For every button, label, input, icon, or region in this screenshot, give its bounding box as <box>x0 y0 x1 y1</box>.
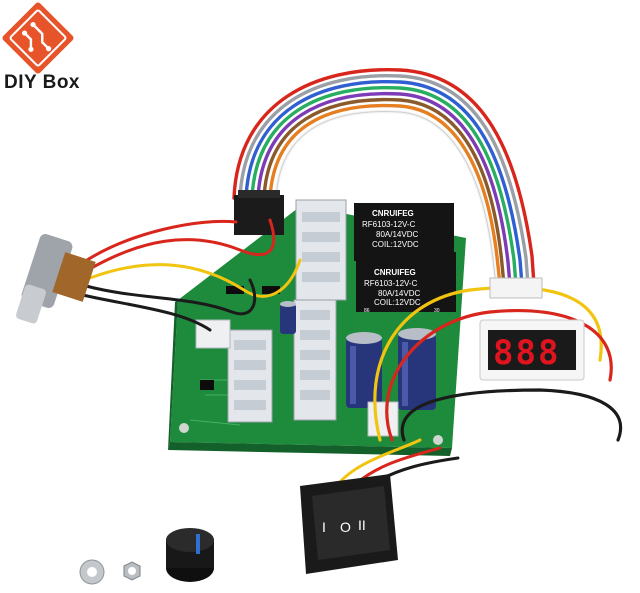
relay-bottom-coil: COIL:12VDC <box>374 298 421 307</box>
washer <box>79 559 105 585</box>
relay-bottom-pin-86: 86 <box>364 308 370 314</box>
heatsink-middle <box>293 299 337 421</box>
potentiometer <box>16 234 96 324</box>
relay-bottom-rating: 80A/14VDC <box>378 289 420 298</box>
relay-top-maker: CNRUIFEG <box>372 209 414 218</box>
relay-top-model: RF6103-12V-C <box>362 220 416 229</box>
relay-bottom: CNRUIFEG RF6103-12V-C 80A/14VDC COIL:12V… <box>356 252 456 314</box>
led-display: 888 <box>479 319 585 381</box>
display-connector <box>489 277 543 299</box>
heatsink-front <box>227 329 273 423</box>
capacitor-small <box>280 301 296 334</box>
display-wires <box>373 286 623 442</box>
control-knob <box>166 528 214 582</box>
capacitor-right <box>398 328 436 410</box>
potentiometer-wires <box>76 218 302 332</box>
heatsink-back <box>295 199 347 301</box>
relay-top-coil: COIL:12VDC <box>372 240 419 249</box>
brand-name: DIY Box <box>4 72 81 93</box>
relay-bottom-model: RF6103-12V-C <box>364 279 418 288</box>
switch-mark-on: I <box>322 519 326 535</box>
hex-nut <box>123 561 141 581</box>
brand-logo <box>2 2 74 74</box>
white-terminal-bottom <box>367 401 399 437</box>
circuit-logo-icon <box>2 2 74 74</box>
ribbon-cable-top <box>232 68 536 287</box>
header-connector <box>234 190 284 235</box>
switch-mark-off: O <box>340 519 351 535</box>
relay-bottom-pin-30: 30 <box>434 308 440 314</box>
capacitor-left <box>346 332 382 408</box>
relay-top-rating: 80A/14VDC <box>376 230 418 239</box>
rocker-switch: I O II <box>300 474 398 574</box>
display-digits: 888 <box>493 333 560 373</box>
switch-mark-two: II <box>358 517 366 533</box>
relay-bottom-maker: CNRUIFEG <box>374 268 416 277</box>
